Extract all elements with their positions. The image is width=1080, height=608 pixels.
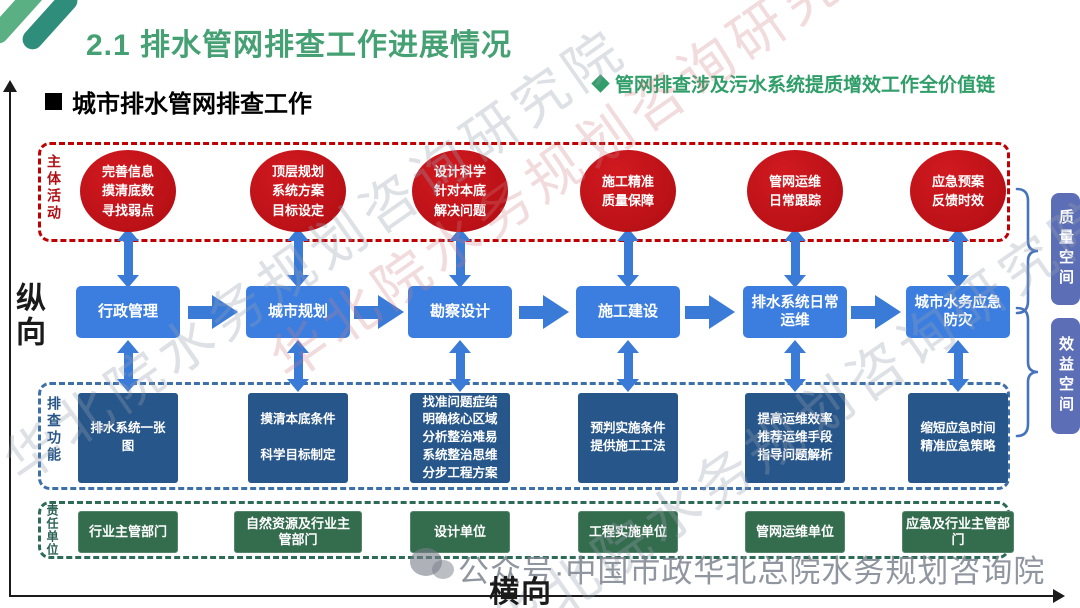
function-box: 缩短应急时间 精准应急策略 bbox=[908, 393, 1008, 483]
function-box: 找准问题症结 明确核心区域 分析整治难易 系统整治思维 分步工程方案 bbox=[410, 393, 510, 483]
unit-box: 设计单位 bbox=[410, 511, 510, 553]
activity-circle: 完善信息 摸清底数 寻找弱点 bbox=[80, 150, 176, 232]
vertical-axis-line bbox=[9, 90, 11, 597]
function-box: 摸清本底条件 科学目标制定 bbox=[248, 393, 348, 483]
unit-box: 自然资源及行业主 管部门 bbox=[234, 511, 362, 553]
row-label-activities: 主体活动 bbox=[46, 154, 62, 222]
activity-circle: 顶层规划 系统方案 目标设定 bbox=[250, 150, 346, 232]
quality-space-tag: 质量空间 bbox=[1051, 193, 1080, 305]
function-box: 提高运维效率 推荐运维手段 指导问题解析 bbox=[745, 393, 845, 483]
units-dashed-box bbox=[38, 501, 1010, 559]
activity-circle: 管网运维 日常跟踪 bbox=[747, 150, 843, 232]
brace-quality-icon bbox=[1015, 187, 1039, 315]
vertical-axis-arrow-icon bbox=[3, 80, 17, 92]
stage-box: 城市规划 bbox=[246, 286, 350, 338]
flow-arrow-icon bbox=[519, 295, 569, 329]
horizontal-axis-label: 横向 bbox=[489, 576, 553, 608]
section-heading: 城市排水管网排查工作 bbox=[72, 91, 312, 118]
unit-box: 管网运维单位 bbox=[745, 511, 845, 553]
activity-circle: 应急预案 反馈时效 bbox=[910, 150, 1006, 232]
stage-box: 施工建设 bbox=[576, 286, 680, 338]
flow-arrow-icon bbox=[188, 295, 238, 329]
activity-circle: 施工精准 质量保障 bbox=[580, 150, 676, 232]
function-box: 预判实施条件 提供施工工法 bbox=[578, 393, 678, 483]
double-arrow-icon bbox=[784, 228, 806, 288]
double-arrow-icon bbox=[287, 340, 309, 392]
subtitle-text: 管网排查涉及污水系统提质增效工作全价值链 bbox=[615, 75, 996, 96]
stage-box: 城市水务应急 防灾 bbox=[906, 286, 1010, 338]
vertical-axis-label: 纵向 bbox=[11, 282, 44, 350]
stage-box: 排水系统日常 运维 bbox=[743, 286, 847, 338]
functions-dashed-box bbox=[38, 382, 1010, 490]
section-heading-row: 城市排水管网排查工作 bbox=[45, 84, 312, 119]
row-label-functions: 排查功能 bbox=[46, 396, 62, 464]
double-arrow-icon bbox=[449, 340, 471, 392]
subtitle-row: 管网排查涉及污水系统提质增效工作全价值链 bbox=[591, 70, 996, 97]
diamond-bullet-icon bbox=[591, 74, 610, 93]
horizontal-axis-line bbox=[9, 595, 1057, 597]
unit-box: 行业主管部门 bbox=[78, 511, 178, 553]
row-label-units: 责任单位 bbox=[45, 504, 59, 556]
benefit-space-tag: 效益空间 bbox=[1051, 318, 1080, 434]
horizontal-axis-arrow-icon bbox=[1053, 589, 1065, 603]
double-arrow-icon bbox=[947, 228, 969, 288]
function-box: 排水系统一张 图 bbox=[78, 393, 178, 483]
stage-box: 行政管理 bbox=[76, 286, 180, 338]
activities-dashed-box bbox=[38, 142, 1010, 242]
flow-arrow-icon bbox=[354, 295, 404, 329]
double-arrow-icon bbox=[449, 228, 471, 288]
activity-circle: 设计科学 针对本底 解决问题 bbox=[412, 150, 508, 232]
double-arrow-icon bbox=[617, 340, 639, 392]
double-arrow-icon bbox=[617, 228, 639, 288]
unit-box: 应急及行业主管部 门 bbox=[902, 511, 1014, 553]
page-title: 2.1 排水管网排查工作进展情况 bbox=[86, 29, 513, 62]
double-arrow-icon bbox=[117, 228, 139, 288]
flow-arrow-icon bbox=[685, 295, 735, 329]
double-arrow-icon bbox=[287, 228, 309, 288]
flow-arrow-icon bbox=[851, 295, 901, 329]
brace-benefit-icon bbox=[1015, 306, 1039, 438]
unit-box: 工程实施单位 bbox=[578, 511, 678, 553]
double-arrow-icon bbox=[947, 340, 969, 392]
double-arrow-icon bbox=[784, 340, 806, 392]
double-arrow-icon bbox=[117, 340, 139, 392]
square-bullet-icon bbox=[45, 93, 62, 110]
stage-box: 勘察设计 bbox=[408, 286, 512, 338]
